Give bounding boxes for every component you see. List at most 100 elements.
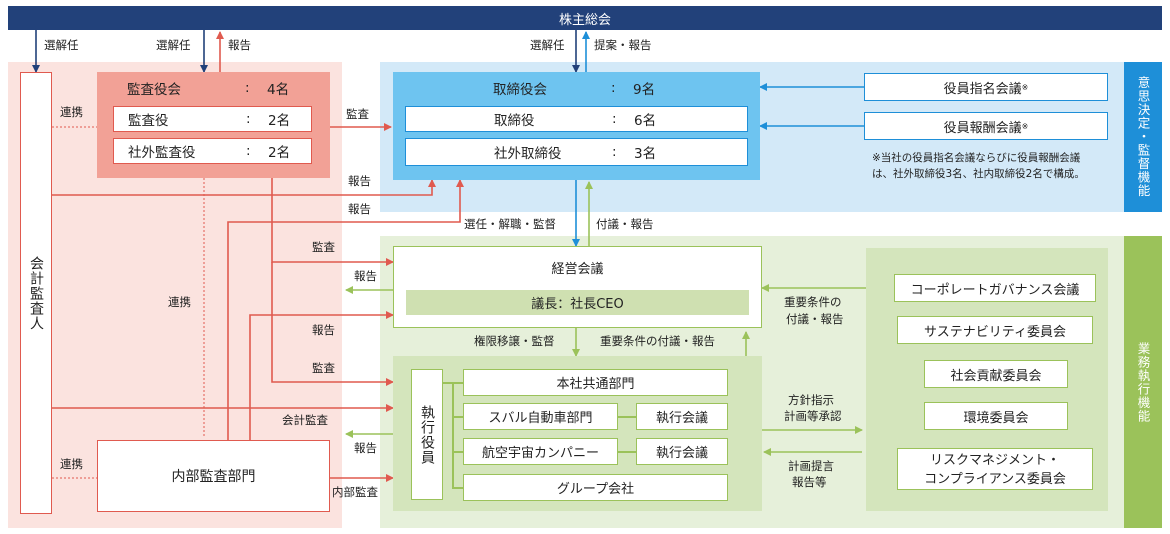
label-cooperate-middle: 連携 bbox=[168, 295, 191, 309]
board-of-auditors-count: 4名 bbox=[267, 82, 290, 98]
division-corporate-label: 本社共通部門 bbox=[556, 377, 635, 392]
division-corporate: 本社共通部門 bbox=[463, 369, 728, 396]
social-contribution-committee-label: 社会貢献委員会 bbox=[950, 368, 1042, 384]
nomination-asterisk: ※ bbox=[1021, 82, 1029, 92]
shareholders-meeting: 株主総会 bbox=[8, 6, 1162, 30]
label-cooperate-top: 連携 bbox=[60, 105, 83, 119]
division-branch-a bbox=[618, 416, 636, 418]
committee-note-line2: は、社外取締役3名、社内取締役2名で構成。 bbox=[872, 168, 1085, 180]
board-of-directors-sep: : bbox=[611, 80, 616, 96]
compensation-asterisk: ※ bbox=[1021, 121, 1029, 131]
sustainability-committee-label: サステナビリティ委員会 bbox=[924, 324, 1066, 340]
auditors-name: 監査役 bbox=[128, 113, 169, 129]
label-audit-board: 監査 bbox=[346, 107, 369, 121]
auditors-count: 2名 bbox=[268, 113, 291, 129]
shareholders-meeting-label: 株主総会 bbox=[558, 12, 611, 28]
outside-auditors-name: 社外監査役 bbox=[128, 145, 196, 161]
division-aerospace: 航空宇宙カンパニー bbox=[463, 438, 618, 465]
governance-committee-label: コーポレートガバナンス会議 bbox=[910, 282, 1080, 298]
environment-committee-label: 環境委員会 bbox=[963, 410, 1029, 426]
directors-count: 6名 bbox=[634, 113, 657, 129]
exec-committee-aerospace-label: 執行会議 bbox=[655, 446, 708, 461]
label-report-a: 報告 bbox=[348, 174, 371, 188]
risk-compliance-line1: リスクマネジメント・ bbox=[929, 453, 1060, 468]
outside-auditors-count: 2名 bbox=[268, 145, 291, 161]
risk-compliance-committee: リスクマネジメント・ コンプライアンス委員会 bbox=[897, 448, 1093, 490]
outside-auditors-sep: : bbox=[246, 143, 251, 159]
label-important-submit: 重要条件の付議・報告 bbox=[600, 334, 715, 348]
label-appoint-auditors-board: 選解任 bbox=[156, 38, 191, 52]
side-label-supervision: 意思決定・監督機能 bbox=[1124, 62, 1162, 212]
board-of-directors-name: 取締役会 bbox=[493, 82, 547, 98]
division-branch-b bbox=[618, 451, 636, 453]
directors-name: 取締役 bbox=[494, 113, 535, 129]
label-cooperate-bottom: 連携 bbox=[60, 457, 83, 471]
label-proposal-report: 提案・報告 bbox=[594, 38, 652, 52]
label-report-e: 報告 bbox=[354, 441, 377, 455]
outside-directors-sep: : bbox=[612, 144, 617, 160]
label-appoint-directors: 選解任 bbox=[530, 38, 565, 52]
exec-committee-aerospace: 執行会議 bbox=[636, 438, 728, 465]
label-submit-report: 付議・報告 bbox=[596, 217, 654, 231]
compensation-committee-label: 役員報酬会議 bbox=[943, 120, 1022, 136]
label-report-c: 報告 bbox=[354, 269, 377, 283]
label-appoint-auditor: 選解任 bbox=[44, 38, 79, 52]
social-contribution-committee: 社会貢献委員会 bbox=[924, 360, 1068, 388]
exec-committee-automotive: 執行会議 bbox=[636, 403, 728, 430]
executive-officers-label: 執行役員 bbox=[419, 404, 435, 465]
label-important-r2: 付議・報告 bbox=[786, 312, 844, 326]
label-delegate: 権限移譲・監督 bbox=[474, 334, 555, 348]
internal-audit-department-label: 内部監査部門 bbox=[171, 469, 256, 485]
management-meeting-chair: 議長：社長CEO bbox=[406, 290, 749, 315]
label-internal-audit: 内部監査 bbox=[332, 485, 378, 499]
exec-committee-automotive-label: 執行会議 bbox=[655, 411, 708, 426]
label-audit-management: 監査 bbox=[312, 240, 335, 254]
label-report-d: 報告 bbox=[312, 323, 335, 337]
label-plan2: 報告等 bbox=[792, 475, 827, 489]
side-label-supervision-text: 意思決定・監督機能 bbox=[1135, 76, 1151, 198]
label-accounting-audit: 会計監査 bbox=[282, 413, 328, 427]
auditors-sep: : bbox=[246, 111, 251, 127]
board-of-directors: 取締役会 : 9名 取締役 : 6名 社外取締役 : 3名 bbox=[393, 72, 760, 180]
outside-directors-name: 社外取締役 bbox=[494, 146, 562, 162]
environment-committee: 環境委員会 bbox=[924, 402, 1068, 430]
auditors-row: 監査役 : 2名 bbox=[113, 106, 312, 132]
board-of-auditors-name: 監査役会 bbox=[127, 82, 181, 98]
division-automotive-label: スバル自動車部門 bbox=[488, 411, 593, 426]
side-label-execution: 業務執行機能 bbox=[1124, 236, 1162, 528]
board-of-directors-count: 9名 bbox=[633, 82, 656, 98]
nomination-committee-label: 役員指名会議 bbox=[943, 81, 1022, 97]
executive-branch-2 bbox=[452, 416, 463, 418]
outside-directors-count: 3名 bbox=[634, 146, 657, 162]
division-aerospace-label: 航空宇宙カンパニー bbox=[481, 446, 599, 461]
management-meeting: 経営会議 議長：社長CEO bbox=[393, 246, 762, 328]
board-of-auditors-title: 監査役会 : 4名 bbox=[97, 72, 330, 104]
label-audit-executive: 監査 bbox=[312, 361, 335, 375]
label-report-b: 報告 bbox=[348, 202, 371, 216]
sustainability-committee: サステナビリティ委員会 bbox=[897, 316, 1093, 344]
label-policy1: 方針指示 bbox=[788, 393, 834, 407]
risk-compliance-line2: コンプライアンス委員会 bbox=[924, 472, 1066, 487]
governance-committee: コーポレートガバナンス会議 bbox=[894, 274, 1096, 302]
accounting-auditor-label: 会計監査人 bbox=[28, 255, 44, 331]
side-label-execution-text: 業務執行機能 bbox=[1135, 341, 1151, 423]
directors-sep: : bbox=[612, 111, 617, 127]
outside-directors-row: 社外取締役 : 3名 bbox=[405, 138, 748, 166]
committee-note-line1: ※当社の役員指名会議ならびに役員報酬会議 bbox=[872, 152, 1081, 164]
directors-row: 取締役 : 6名 bbox=[405, 106, 748, 132]
executive-tree-trunk bbox=[452, 382, 454, 487]
nomination-committee: 役員指名会議※ bbox=[864, 73, 1108, 101]
accounting-auditor-box: 会計監査人 bbox=[20, 72, 52, 514]
board-of-auditors-sep: : bbox=[245, 80, 250, 96]
executive-branch-3 bbox=[452, 451, 463, 453]
division-group-companies: グループ会社 bbox=[463, 474, 728, 501]
label-plan1: 計画提言 bbox=[788, 459, 834, 473]
board-of-directors-title: 取締役会 : 9名 bbox=[393, 72, 760, 104]
division-automotive: スバル自動車部門 bbox=[463, 403, 618, 430]
outside-auditors-row: 社外監査役 : 2名 bbox=[113, 138, 312, 164]
label-select-dismiss: 選任・解職・監督 bbox=[464, 217, 556, 231]
executive-branch-4 bbox=[452, 487, 463, 489]
label-policy2: 計画等承認 bbox=[784, 409, 842, 423]
internal-audit-department: 内部監査部門 bbox=[97, 440, 330, 512]
management-meeting-title: 経営会議 bbox=[551, 261, 604, 277]
